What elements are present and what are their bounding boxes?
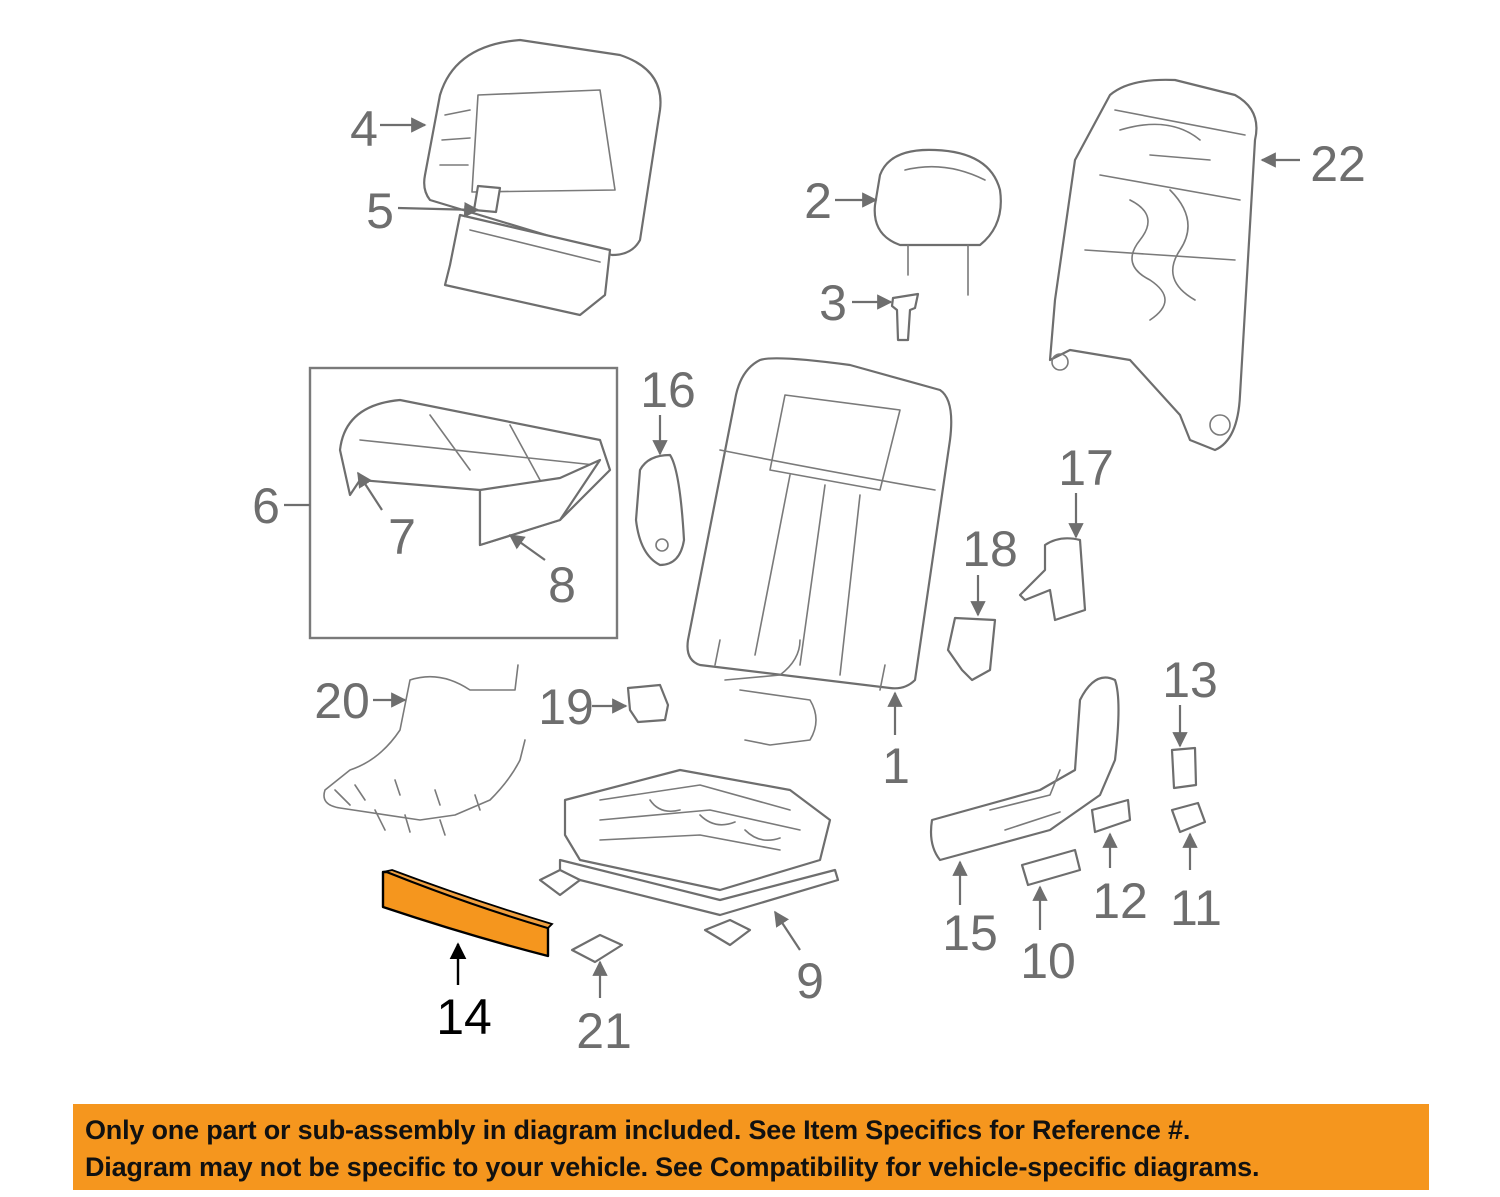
callout-22: 22 <box>1310 136 1366 192</box>
part-11-switch-knob <box>1170 801 1207 834</box>
callout-21: 21 <box>576 1003 632 1059</box>
part-6-cushion-inset <box>308 366 619 640</box>
callout-6: 6 <box>252 478 280 534</box>
callout-7: 7 <box>388 509 416 565</box>
part-18-bracket <box>946 616 997 682</box>
callout-2: 2 <box>804 173 832 229</box>
callout-15: 15 <box>942 905 998 961</box>
part-2-headrest <box>873 148 1002 296</box>
part-19-sensor <box>626 683 670 724</box>
callout-18: 18 <box>962 521 1018 577</box>
callout-5: 5 <box>366 183 394 239</box>
part-21-label <box>570 933 624 964</box>
callout-13: 13 <box>1162 652 1218 708</box>
part-10-switch-knob <box>1020 848 1082 887</box>
disclaimer-banner: Only one part or sub-assembly in diagram… <box>73 1104 1429 1190</box>
part-22-seatback-frame <box>1048 78 1258 452</box>
callout-3: 3 <box>819 275 847 331</box>
part-12-switch-knob <box>1090 798 1132 834</box>
callout-labels: 1 2 3 4 5 6 7 8 9 10 11 12 13 14 15 16 1… <box>252 101 1366 1059</box>
callout-4: 4 <box>350 101 378 157</box>
part-17-recliner-cover <box>1018 537 1087 622</box>
disclaimer-line-2: Diagram may not be specific to your vehi… <box>85 1152 1260 1182</box>
callout-10: 10 <box>1020 933 1076 989</box>
disclaimer-line-1: Only one part or sub-assembly in diagram… <box>85 1115 1191 1145</box>
callout-17: 17 <box>1058 440 1114 496</box>
callout-19: 19 <box>538 679 594 735</box>
callout-20: 20 <box>314 673 370 729</box>
part-4-seatback-rear-panel <box>423 38 662 317</box>
part-1-seatback-cover <box>686 357 953 691</box>
callout-11: 11 <box>1170 880 1222 936</box>
callout-9: 9 <box>796 953 824 1009</box>
part-14-highlighted <box>381 869 554 958</box>
part-9-cushion-frame <box>538 768 840 947</box>
seatback-harness <box>724 639 817 746</box>
callout-1: 1 <box>882 738 910 794</box>
callout-12: 12 <box>1092 873 1148 929</box>
part-15-side-shield <box>929 676 1120 862</box>
callout-16: 16 <box>640 362 696 418</box>
callout-8: 8 <box>548 557 576 613</box>
leader-lines <box>284 117 1300 998</box>
part-20-wire-harness <box>323 664 526 836</box>
part-16-side-cover <box>634 453 686 567</box>
callout-14: 14 <box>436 989 492 1045</box>
part-13-knob <box>1170 746 1198 790</box>
seat-parts-diagram: 1 2 3 4 5 6 7 8 9 10 11 12 13 14 15 16 1… <box>252 38 1366 1059</box>
part-3-headrest-guide <box>890 292 920 342</box>
